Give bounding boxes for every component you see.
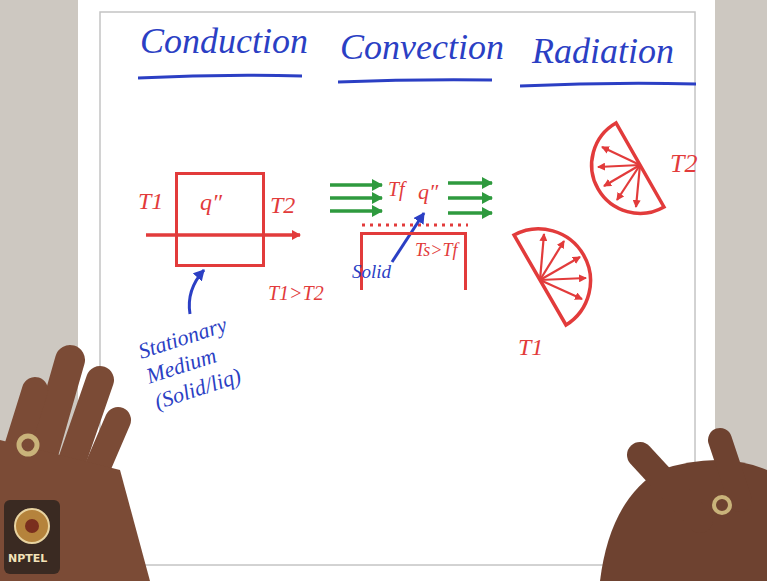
solid-callout: Solid — [352, 262, 391, 283]
conduction-slab: q″ — [175, 172, 265, 267]
temperature-label: Tf — [388, 178, 405, 200]
section-title: Conduction — [140, 22, 308, 62]
condition-note: T1>T2 — [268, 282, 324, 304]
node-text: q″ — [200, 189, 262, 215]
temperature-label: T1 — [138, 188, 163, 214]
watermark: NPTEL — [8, 553, 47, 565]
node-text: Ts>Tf — [415, 241, 464, 261]
section-title: Convection — [340, 28, 504, 68]
temperature-label: T2 — [670, 150, 697, 179]
temperature-label: T1 — [518, 334, 543, 360]
section-title: Radiation — [532, 32, 674, 72]
temperature-label: T2 — [270, 192, 295, 218]
heat-flux-label: q″ — [418, 180, 438, 204]
